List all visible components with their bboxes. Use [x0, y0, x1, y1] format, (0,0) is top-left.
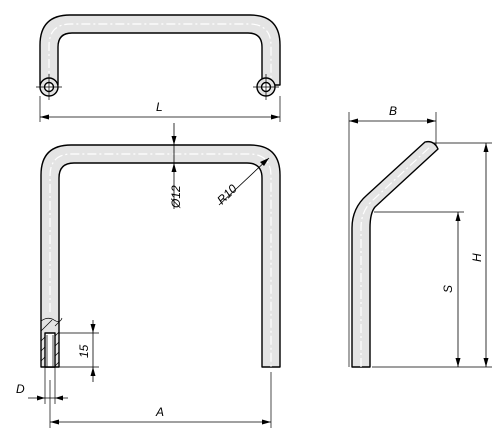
side-view-centerline [360, 145, 432, 367]
dim-diameter-arrow-bottom [171, 163, 177, 172]
dim-A-extensions [49, 372, 272, 428]
section-break-line [40, 317, 63, 322]
dim-H-extensions [372, 142, 492, 368]
dim-thread-arrow-bottom [90, 367, 96, 376]
top-view: L [36, 14, 281, 122]
dim-L-arrow-right [271, 114, 280, 120]
dim-H-arrow-bottom [483, 358, 489, 367]
dim-B-extensions [348, 112, 437, 367]
dim-B-arrow-left [349, 118, 358, 124]
top-view-left-cross [36, 74, 62, 100]
top-view-handle [39, 14, 281, 86]
front-view-handle [40, 144, 281, 368]
thread-lines [46, 335, 54, 367]
dim-L-label: L [156, 100, 163, 114]
dim-H-label: H [470, 253, 484, 262]
dim-diameter-label: Ø12 [169, 185, 183, 209]
dim-S-arrow-top [455, 212, 461, 221]
dim-radius-line [218, 157, 270, 206]
dim-L-arrow-left [40, 114, 49, 120]
dim-B-arrow-right [427, 118, 436, 124]
dim-S-label: S [441, 285, 455, 293]
section-hatching [40, 319, 60, 367]
dim-B-label: B [389, 104, 397, 118]
dim-radius-label: R10 [214, 181, 240, 207]
threaded-bore [44, 332, 56, 368]
dim-D-arrow-left [37, 395, 45, 401]
dim-A-arrow-right [262, 419, 271, 425]
dim-S-arrow-bottom [455, 358, 461, 367]
dim-thread-arrow-top [90, 324, 96, 333]
front-view: Ø12 R10 15 D A [16, 123, 281, 428]
dim-D-label: D [16, 382, 25, 396]
top-view-right-cross [253, 74, 279, 100]
dim-radius-arrow [260, 158, 269, 166]
dim-A-label: A [155, 405, 164, 419]
dim-diameter-arrow-top [171, 136, 177, 145]
dim-thread-label: 15 [77, 344, 91, 358]
section-detail [40, 317, 63, 368]
top-view-centerline [48, 23, 272, 85]
dim-A-arrow-left [50, 419, 59, 425]
dim-D-arrow-right [55, 395, 63, 401]
front-view-centerline [49, 153, 272, 367]
dim-L-extensions [39, 96, 281, 122]
dim-H-arrow-top [483, 143, 489, 152]
dim-thread-extensions [58, 332, 99, 368]
side-view-handle [351, 140, 439, 368]
side-view: B H S [348, 104, 492, 368]
